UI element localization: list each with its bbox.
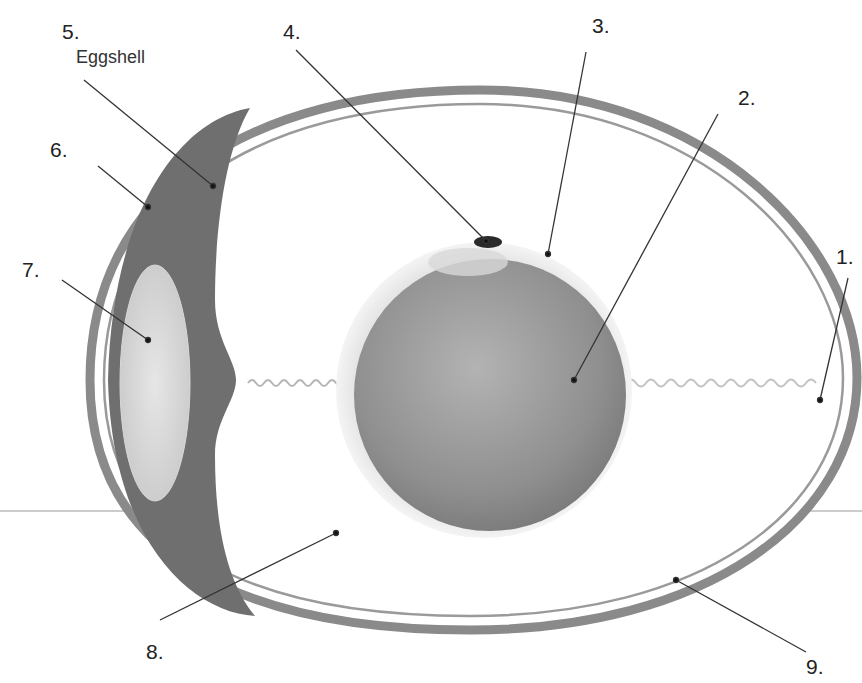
callout-number: 4. [283,20,301,43]
air-cell-membrane [108,108,255,616]
callout-number: 8. [146,640,164,663]
callout-number: 1. [836,245,854,268]
callout-number: 3. [592,14,610,37]
callout-number: 9. [806,655,824,678]
shell-membrane [104,104,843,616]
callout-number: 2. [738,86,756,109]
air-cell [120,265,190,501]
yolk [354,259,626,531]
vitelline-halo [336,242,632,538]
part-label: Eggshell [76,48,145,68]
callout-number: 7. [22,258,40,281]
callout-number: 6. [50,138,68,161]
leader-lines [62,50,848,652]
germinal-disc [474,236,502,248]
eggshell-outline [90,90,857,630]
callout-number: 5. [62,20,80,43]
yolk-highlight [428,248,508,276]
chalaza-right [626,380,816,387]
